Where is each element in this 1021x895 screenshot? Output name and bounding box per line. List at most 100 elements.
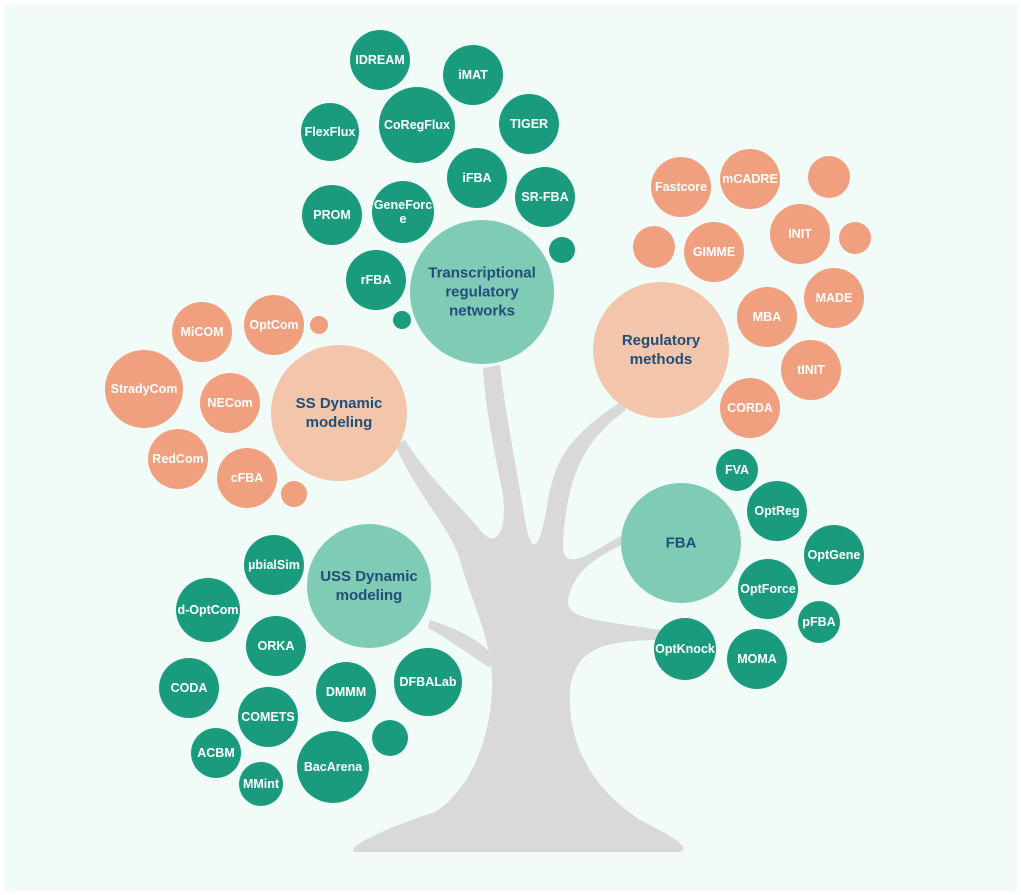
trunk-branch — [353, 365, 684, 852]
fba-node-optreg-label: OptReg — [754, 504, 799, 518]
regulatory-node-fastcore-circle — [651, 157, 711, 217]
uss-node-dfbalab: DFBALab — [394, 648, 462, 716]
trn-node-rfba-circle — [346, 250, 406, 310]
regulatory-node-fastcore-label: Fastcore — [655, 180, 707, 194]
regulatory-node-decorative-circle — [808, 156, 850, 198]
method-bubbles: IDREAMiMATCoRegFluxFlexFluxTIGERiFBAGene… — [105, 30, 871, 806]
trn-node-prom-circle — [302, 185, 362, 245]
fba-node-fva-circle — [716, 449, 758, 491]
trn-node-prom-label: PROM — [313, 208, 351, 222]
trn-node-tiger-label: TIGER — [510, 117, 548, 131]
uss-node-dmmm-circle — [316, 662, 376, 722]
regulatory-node-mba-circle — [737, 287, 797, 347]
regulatory-node-tinit: tINIT — [781, 340, 841, 400]
trn-node-tiger: TIGER — [499, 94, 559, 154]
ss-node-cfba-circle — [217, 448, 277, 508]
fba-node-optreg-circle — [747, 481, 807, 541]
uss-node-dfbalab-circle — [394, 648, 462, 716]
trn-node-decorative — [549, 237, 575, 263]
fba-node-pfba-label: pFBA — [802, 615, 835, 629]
trn-node-idream-label: IDREAM — [355, 53, 404, 67]
uss-node-acbm: ACBM — [191, 728, 241, 778]
uss-node-comets: COMETS — [238, 687, 298, 747]
ss-node-stradycom-label: StradyCom — [111, 382, 178, 396]
fba-node-moma: MOMA — [727, 629, 787, 689]
ss-node-micom-circle — [172, 302, 232, 362]
ss-node-micom-label: MiCOM — [180, 325, 223, 339]
uss-node-mmint: MMint — [239, 762, 283, 806]
uss-node-dmmm-label: DMMM — [326, 685, 366, 699]
uss-node-orka-label: ORKA — [258, 639, 295, 653]
regulatory-node-init-label: INIT — [788, 227, 812, 241]
uss-node-comets-label: COMETS — [241, 710, 294, 724]
regulatory-node-mcadre-label: mCADRE — [722, 172, 778, 186]
regulatory-hub-label: methods — [630, 351, 693, 368]
trn-node-decorative-circle — [393, 311, 411, 329]
ss-node-optcom: OptCom — [244, 295, 304, 355]
trn-node-ifba-label: iFBA — [462, 171, 491, 185]
uss-node-orka: ORKA — [246, 616, 306, 676]
ss-hub: SS Dynamic modeling — [271, 345, 407, 481]
uss-node-coda-circle — [159, 658, 219, 718]
ss-hub-label: modeling — [306, 414, 373, 431]
tree-trunk — [353, 365, 684, 852]
fba-node-optreg: OptReg — [747, 481, 807, 541]
ss-node-stradycom-circle — [105, 350, 183, 428]
regulatory-node-corda: CORDA — [720, 378, 780, 438]
fba-node-optknock-circle — [654, 618, 716, 680]
trn-node-flexflux: FlexFlux — [301, 103, 359, 161]
fba-node-pfba: pFBA — [798, 601, 840, 643]
ss-node-decorative-circle — [281, 481, 307, 507]
fba-hub: FBA — [621, 483, 741, 603]
regulatory-hub-circle — [593, 282, 729, 418]
uss-node-d-optcom: d-OptCom — [176, 578, 240, 642]
regulatory-node-init-circle — [770, 204, 830, 264]
uss-node-µbialsim-label: µbialSim — [248, 558, 300, 572]
uss-node-acbm-circle — [191, 728, 241, 778]
trn-node-idream: IDREAM — [350, 30, 410, 90]
uss-node-d-optcom-circle — [176, 578, 240, 642]
ss-node-decorative-circle — [310, 316, 328, 334]
regulatory-node-gimme: GIMME — [684, 222, 744, 282]
trn-hub-circle — [410, 220, 554, 364]
trn-node-geneforce-circle — [372, 181, 434, 243]
ss-node-optcom-label: OptCom — [249, 318, 298, 332]
fba-hub-circle — [621, 483, 741, 603]
ss-node-decorative — [310, 316, 328, 334]
ss-node-necom-label: NECom — [207, 396, 252, 410]
ss-node-cfba-label: cFBA — [231, 471, 264, 485]
ss-node-redcom-circle — [148, 429, 208, 489]
trn-hub-label: Transcriptional — [428, 265, 536, 282]
trn-node-sr-fba-circle — [515, 167, 575, 227]
regulatory-node-gimme-circle — [684, 222, 744, 282]
ss-node-cfba: cFBA — [217, 448, 277, 508]
regulatory-node-mba-label: MBA — [753, 310, 781, 324]
fba-hub-label: FBA — [666, 535, 697, 552]
fba-node-optgene-label: OptGene — [808, 548, 861, 562]
trn-node-decorative-circle — [549, 237, 575, 263]
uss-node-decorative-circle — [372, 720, 408, 756]
trunk-branch — [428, 620, 492, 668]
uss-node-comets-circle — [238, 687, 298, 747]
ss-node-decorative — [281, 481, 307, 507]
uss-node-µbialsim-circle — [244, 535, 304, 595]
ss-hub-label: SS Dynamic — [296, 395, 383, 412]
regulatory-node-mcadre-circle — [720, 149, 780, 209]
trn-node-idream-circle — [350, 30, 410, 90]
regulatory-node-decorative — [808, 156, 850, 198]
regulatory-node-tinit-circle — [781, 340, 841, 400]
trn-node-geneforce-label: GeneForc — [374, 198, 432, 212]
fba-node-fva: FVA — [716, 449, 758, 491]
ss-node-optcom-circle — [244, 295, 304, 355]
uss-hub-label: modeling — [336, 587, 403, 604]
regulatory-node-corda-circle — [720, 378, 780, 438]
regulatory-node-mcadre: mCADRE — [720, 149, 780, 209]
regulatory-node-made: MADE — [804, 268, 864, 328]
trn-node-ifba: iFBA — [447, 148, 507, 208]
trn-node-imat-circle — [443, 45, 503, 105]
trn-node-ifba-circle — [447, 148, 507, 208]
regulatory-node-mba: MBA — [737, 287, 797, 347]
trn-hub-label: networks — [449, 303, 515, 320]
trn-node-rfba: rFBA — [346, 250, 406, 310]
